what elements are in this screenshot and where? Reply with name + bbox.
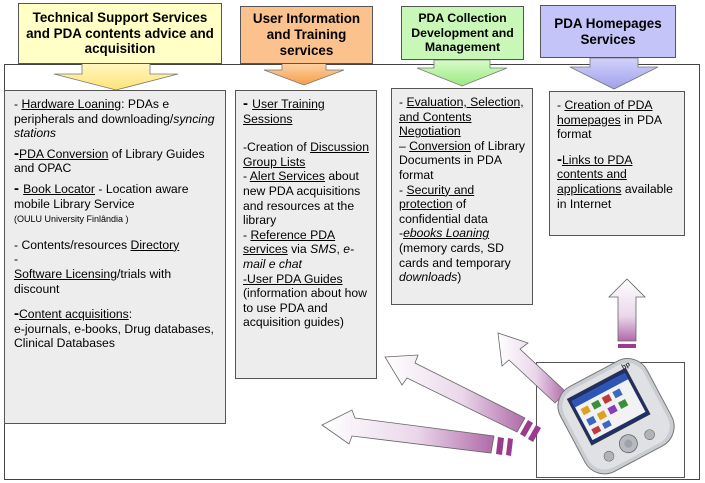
item-locator: - Book Locator - Location aware mobile L… — [14, 179, 189, 225]
arrow-homepage — [569, 57, 659, 90]
item-guides: -User PDA Guides (information about how … — [243, 271, 367, 330]
conversion-link[interactable]: Conversion — [409, 138, 471, 153]
content-acquisitions-link[interactable]: Content acquisitions — [19, 307, 129, 322]
box-homepages: - Creation of PDA homepages in PDA forma… — [549, 91, 685, 236]
book-locator-link[interactable]: Book Locator — [23, 181, 95, 196]
user-pda-guides-link[interactable]: -User PDA Guides — [243, 271, 343, 286]
links-pda-contents-link[interactable]: Links to PDA contents and applications — [557, 152, 633, 196]
svg-text:hp: hp — [621, 361, 632, 371]
pda-conversion-link[interactable]: PDA Conversion — [19, 146, 109, 161]
arrow-training — [263, 62, 345, 86]
item-discussion: -Creation of Discussion Group Lists — [243, 140, 369, 169]
user-training-sessions-link[interactable]: User Training Sessions — [243, 97, 325, 126]
directory-link[interactable]: Directory — [130, 237, 180, 252]
item-ebooks: -ebooks Loaning (memory cards, SD cards … — [399, 226, 511, 285]
hardware-loaning-link[interactable]: Hardware Loaning — [21, 97, 122, 111]
item-alert: - Alert Services about new PDA acquisiti… — [243, 169, 361, 228]
item-sessions: - User Training Sessions — [243, 95, 325, 126]
security-protection-link[interactable]: Security and protection — [399, 182, 475, 212]
item-hardware: - Hardware Loaning: PDAs e peripherals a… — [14, 97, 215, 141]
item-links: -Links to PDA contents and applications … — [557, 150, 673, 211]
item-directory: - Contents/resources Directory — [14, 237, 180, 252]
arrow-collection — [416, 59, 508, 87]
arrow-to-homepages — [608, 278, 646, 348]
item-security: - Security and protection of confidentia… — [399, 182, 488, 226]
locator-note: (OULU University Finlândia ) — [14, 214, 129, 225]
discussion-group-lists-link[interactable]: Discussion Group Lists — [243, 140, 369, 169]
reference-pda-services-link[interactable]: Reference PDA services — [243, 227, 336, 257]
item-reference: - Reference PDA services via SMS, e-mail… — [243, 227, 355, 271]
pda-device-icon: hp — [557, 358, 675, 475]
item-acquisitions: -Content acquisitions: e-journals, e-boo… — [14, 305, 214, 351]
item-evaluation: - Evaluation, Selection, and Contents Ne… — [399, 95, 524, 139]
box-training: - User Training Sessions -Creation of Di… — [235, 90, 377, 379]
ebooks-loaning-link[interactable]: ebooks Loaning — [403, 226, 490, 241]
arrow-to-training — [384, 354, 541, 442]
evaluation-link[interactable]: Evaluation, Selection, and Contents Nego… — [399, 95, 524, 139]
arrow-to-technical — [321, 409, 513, 456]
alert-services-link[interactable]: Alert Services — [249, 169, 325, 184]
software-licensing-link[interactable]: Software Licensing — [14, 266, 117, 281]
creation-pda-homepages-link[interactable]: Creation of PDA homepages — [557, 98, 653, 127]
box-technical: - Hardware Loaning: PDAs e peripherals a… — [4, 90, 226, 424]
arrow-tech — [53, 62, 179, 91]
item-creation: - Creation of PDA homepages in PDA forma… — [557, 98, 662, 142]
item-conversion: -PDA Conversion of Library Guides and OP… — [14, 144, 205, 176]
box-collection: - Evaluation, Selection, and Contents Ne… — [391, 88, 533, 305]
item-licensing: -Software Licensing/trials with discount — [14, 252, 172, 296]
item-conversion-docs: – Conversion of Library Documents in PDA… — [399, 138, 526, 182]
